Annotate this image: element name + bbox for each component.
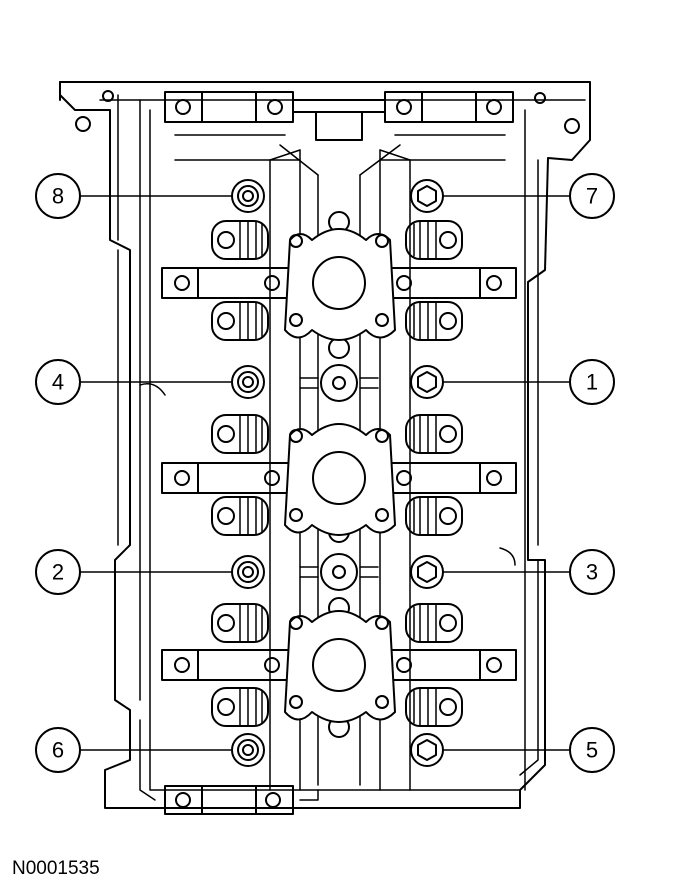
bolt-1 [410,365,444,399]
spring-r1 [405,220,463,260]
bridge-connectors [299,364,379,591]
callout-2-label: 2 [52,560,64,585]
spring-l3 [211,414,269,454]
callout-3: 3 [569,549,615,595]
bridge-middle [161,423,517,536]
callout-2: 2 [35,549,81,595]
callout-8: 8 [35,173,81,219]
callout-1-label: 1 [586,370,598,395]
callout-1: 1 [569,359,615,405]
callout-4-label: 4 [52,370,64,395]
callout-7: 7 [569,173,615,219]
spring-l6 [211,687,269,727]
spring-l5 [211,603,269,643]
bolt-3 [410,555,444,589]
bridge-lower [161,610,517,723]
callout-7-label: 7 [586,184,598,209]
callout-leaders [79,195,571,751]
callout-5-label: 5 [586,738,598,763]
callout-8-label: 8 [52,184,64,209]
spring-l4 [211,496,269,536]
callout-3-label: 3 [586,560,598,585]
bearing-cap-bridges [161,228,517,723]
valve-springs-left [211,220,269,727]
spring-r3 [405,414,463,454]
spring-r5 [405,603,463,643]
spring-r2 [405,301,463,341]
bolt-2 [231,555,265,589]
bridge-upper [161,228,517,341]
callout-6: 6 [35,727,81,773]
bolt-8 [231,179,265,213]
bolt-4 [231,365,265,399]
spring-r6 [405,687,463,727]
callout-4: 4 [35,359,81,405]
rear-bearing-cap [164,785,319,815]
callout-6-label: 6 [52,738,64,763]
bolt-5 [410,733,444,767]
spring-l2 [211,301,269,341]
bolt-6 [231,733,265,767]
figure-id-label: N0001535 [12,858,100,879]
callout-5: 5 [569,727,615,773]
front-bearing-caps [164,91,514,141]
bolt-7 [410,179,444,213]
spring-r4 [405,496,463,536]
valve-springs-right [405,220,463,727]
spring-l1 [211,220,269,260]
